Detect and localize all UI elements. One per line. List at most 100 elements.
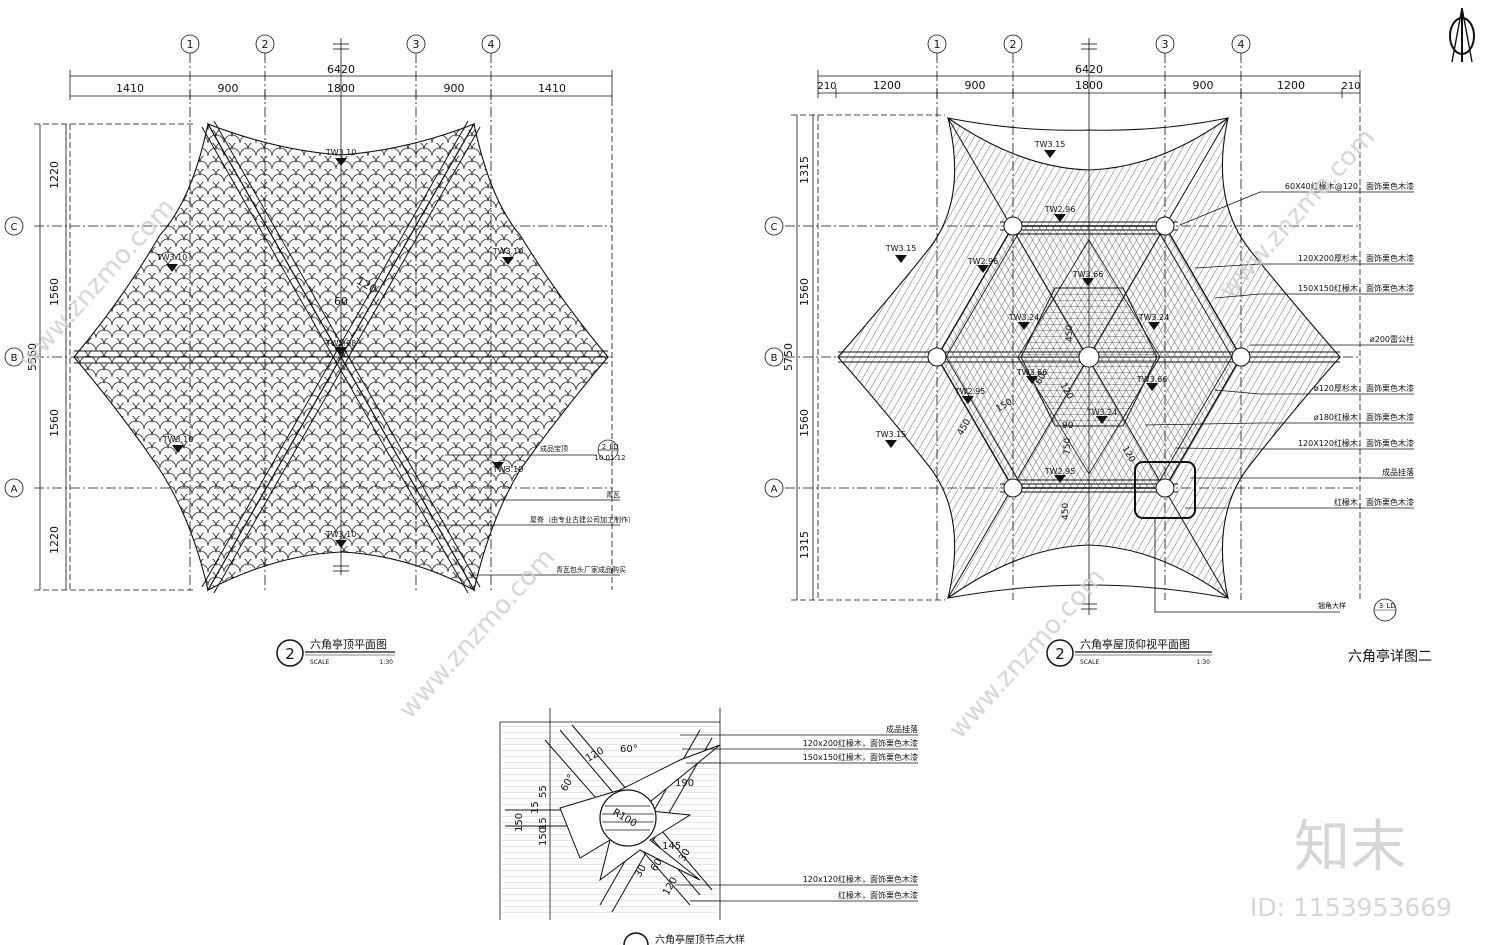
plan1-angle: 60 [334, 295, 348, 308]
plan2-scale-value: 1:30 [1197, 659, 1211, 666]
plan1-dim: 1410 [538, 82, 566, 95]
watermark-diag: www.znzmo.com [1213, 123, 1381, 305]
roof-plan-2: 6420 210 1200 900 1800 900 1200 210 1 2 … [764, 34, 1414, 667]
plan2-note: 120X200厚杉木，面饰栗色木漆 [1298, 253, 1414, 263]
plan2-level: TW2.96 [1044, 205, 1076, 214]
plan2-note: ø120厚杉木，面饰栗色木漆 [1314, 383, 1414, 393]
detail-note: 120x200红椽木，面饰栗色木漆 [803, 738, 918, 748]
plan2-inner-dim: 90 [1062, 421, 1074, 431]
plan1-number: 2 [285, 645, 295, 663]
plan2-axis-1: 1 [934, 38, 941, 51]
plan2-level: TW2.96 [967, 257, 999, 266]
plan1-scale-value: 1:30 [380, 659, 394, 666]
plan2-level: TW3.24 [1008, 313, 1040, 322]
watermark-diag: www.znzmo.com [943, 563, 1111, 745]
plan1-level: TW3.10 [162, 435, 194, 444]
plan2-detail-ref-label: 翘角大样 [1318, 601, 1346, 610]
plan2-overall-height: 5750 [782, 343, 795, 371]
plan2-level: TW3.15 [875, 430, 907, 439]
watermark-brand: 知末 [1294, 815, 1406, 880]
plan2-number: 2 [1055, 645, 1065, 663]
sheet-title: 六角亭详图二 [1348, 648, 1432, 665]
plan2-note: 120X120红椽木，面饰栗色木漆 [1298, 438, 1414, 448]
detail-note: 成品挂落 [886, 724, 918, 734]
plan2-total-width: 6420 [1075, 63, 1103, 76]
plan2-note: ø180红椽木，面饰栗色木漆 [1314, 412, 1414, 422]
plan2-detail-ref: LD [1386, 602, 1395, 610]
plan2-axis-a: A [771, 484, 778, 495]
plan2-level: TW3.15 [1034, 140, 1066, 149]
plan2-level: TW2.95 [954, 387, 986, 396]
plan2-note: 成品挂落 [1382, 467, 1414, 477]
plan2-level: TW3.24 [1138, 313, 1170, 322]
plan2-axis-4: 4 [1238, 38, 1245, 51]
plan2-axis-3: 3 [1162, 38, 1169, 51]
plan1-vdim: 1220 [48, 526, 61, 554]
plan2-level: TW3.66 [1016, 368, 1048, 377]
plan1-note: 青瓦包头厂家成品购买 [556, 565, 626, 574]
detail-dim: 145 [662, 841, 681, 852]
plan2-level: TW3.66 [1136, 375, 1168, 384]
plan1-dim: 900 [218, 82, 239, 95]
detail-dim: 150 [538, 827, 549, 846]
plan2-inner-dim: 750 [1063, 438, 1073, 455]
plan1-ref: 10.01.12 [594, 454, 625, 462]
plan1-axis-c: C [11, 222, 18, 233]
north-arrow-icon [1449, 7, 1475, 63]
plan1-level: TW3.10 [156, 253, 188, 262]
plan2-dim: 210 [1341, 81, 1360, 92]
plan2-title: 六角亭屋顶仰视平面图 [1080, 637, 1190, 651]
plan2-dim: 900 [965, 79, 986, 92]
plan2-dim: 1200 [873, 79, 901, 92]
plan2-inner-dim: 450 [1065, 325, 1075, 342]
detail-dim: 15 [530, 801, 541, 814]
detail-note: 120x120红椽木，面饰栗色木漆 [803, 874, 918, 884]
plan1-scale-label: SCALE [310, 659, 329, 666]
plan1-axis-1: 1 [187, 38, 194, 51]
plan2-note: 红椽木，面饰栗色木漆 [1334, 497, 1414, 507]
plan1-dim: 1410 [116, 82, 144, 95]
detail-angle: 60° [620, 744, 638, 755]
plan2-detail-ref: 3 [1379, 602, 1383, 610]
plan1-ref: 2 [602, 443, 606, 451]
plan1-dim: 900 [444, 82, 465, 95]
plan2-level: TW3.66 [1072, 270, 1104, 279]
detail-dim: 190 [675, 778, 694, 789]
plan2-axis-2: 2 [1010, 38, 1017, 51]
plan1-axis-a: A [11, 484, 18, 495]
plan2-dim: 1800 [1075, 79, 1103, 92]
plan1-level: TW3.10 [325, 148, 357, 157]
plan2-vdim: 1315 [798, 156, 811, 184]
plan1-level: TW3.10 [325, 530, 357, 539]
plan1-level: TW3.10 [492, 465, 524, 474]
detail-dim: 150 [514, 813, 525, 832]
plan2-note: 150X150红椽木，面饰栗色木漆 [1298, 283, 1414, 293]
plan2-scale-label: SCALE [1080, 659, 1099, 666]
plan1-axis-4: 4 [488, 38, 495, 51]
plan1-vdim: 1560 [48, 278, 61, 306]
plan2-note: 60X40红椽木@120，面饰栗色木漆 [1285, 181, 1414, 191]
plan1-axis-b: B [11, 353, 18, 364]
plan2-axis-c: C [771, 222, 778, 233]
plan1-vdim: 1560 [48, 409, 61, 437]
plan2-axis-b: B [771, 353, 778, 364]
plan2-note: ø200雷公柱 [1370, 334, 1414, 344]
plan2-dim: 900 [1193, 79, 1214, 92]
plan2-dim: 1200 [1277, 79, 1305, 92]
plan2-level: TW2.95 [1044, 467, 1076, 476]
plan1-ref: LD [609, 443, 618, 451]
detail-dim: 55 [538, 785, 549, 798]
plan1-axis-3: 3 [413, 38, 420, 51]
plan1-level: TW3.10 [492, 247, 524, 256]
watermark-id: ID: 1153953669 [1250, 893, 1452, 922]
plan1-axis-2: 2 [262, 38, 269, 51]
plan2-vdim: 1560 [798, 278, 811, 306]
plan2-inner-dim: 450 [1061, 503, 1071, 520]
detail-title: 六角亭屋顶节点大样 [655, 933, 745, 945]
roof-plan-1: 6420 1410 900 1800 900 1410 1 2 3 4 [4, 34, 635, 667]
plan2-vdim: 1560 [798, 409, 811, 437]
roof-joint-detail: 成品挂落 120x200红椽木，面饰栗色木漆 150x150红椽木，面饰栗色木漆… [499, 708, 918, 945]
plan1-note: 屋脊（由专业古建公司加工制作） [530, 515, 635, 524]
detail-note: 红椽木，面饰栗色木漆 [838, 890, 918, 900]
